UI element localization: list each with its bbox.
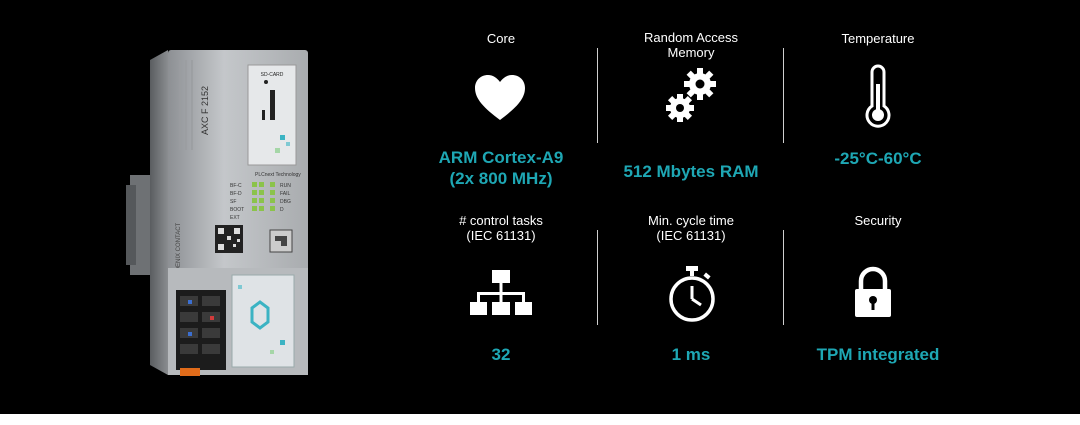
temperature-label: Temperature [841,31,915,46]
divider-4 [783,230,784,325]
led-label-sf: SF [230,199,236,205]
led-label-bf-d: BF-D [230,191,242,197]
ram-label-line2: Memory [667,45,715,60]
thermometer-icon [865,64,891,128]
divider-3 [597,230,598,325]
security-label: Security [854,213,902,228]
hierarchy-icon [470,270,532,315]
led-label-d: D [280,207,284,213]
padlock-icon [855,266,891,317]
cycle-time-label: Min. cycle time (IEC 61131) [596,213,786,243]
security-value: TPM integrated [816,345,940,364]
divider-1 [597,48,598,143]
led-label-boot: BOOT [230,207,244,213]
sd-card-label: SD-CARD [261,72,284,78]
control-tasks-label: # control tasks (IEC 61131) [406,213,596,243]
divider-2 [783,48,784,143]
cycle-time-value: 1 ms [671,345,711,364]
cycle-time-label-line1: Min. cycle time [648,213,734,228]
cycle-time-label-line2: (IEC 61131) [656,228,726,243]
spec-panel: AXC F 2152 PHOENIX CONTACT SD-CARD PLCne… [0,0,1080,414]
ram-label-line1: Random Access [644,30,738,45]
device-brand-label: PHOENIX CONTACT [176,222,182,280]
core-value-line2: (2x 800 MHz) [449,169,553,188]
temperature-value: -25°C-60°C [834,149,922,168]
control-tasks-value: 32 [491,345,511,364]
led-label-fail: FAIL [280,191,291,197]
ram-value: 512 Mbytes RAM [623,162,759,181]
led-label-run: RUN [280,183,291,189]
led-label-ext: EXT [230,215,240,221]
led-label-dbg: DBG [280,199,291,205]
core-label: Core [486,31,516,46]
device-model-label: AXC F 2152 [200,86,210,135]
heart-icon [475,75,525,120]
plc-device-image: AXC F 2152 PHOENIX CONTACT SD-CARD PLCne… [126,50,308,376]
led-label-bf-c: BF-C [230,183,242,189]
ram-label: Random Access Memory [596,30,786,60]
gears-icon [666,68,716,122]
control-tasks-label-line1: # control tasks [459,213,543,228]
stopwatch-icon [669,266,715,322]
control-tasks-label-line2: (IEC 61131) [466,228,536,243]
core-value: ARM Cortex-A9 (2x 800 MHz) [391,147,611,189]
device-tech-label: PLCnext Technology [255,172,301,178]
core-value-line1: ARM Cortex-A9 [438,148,564,167]
